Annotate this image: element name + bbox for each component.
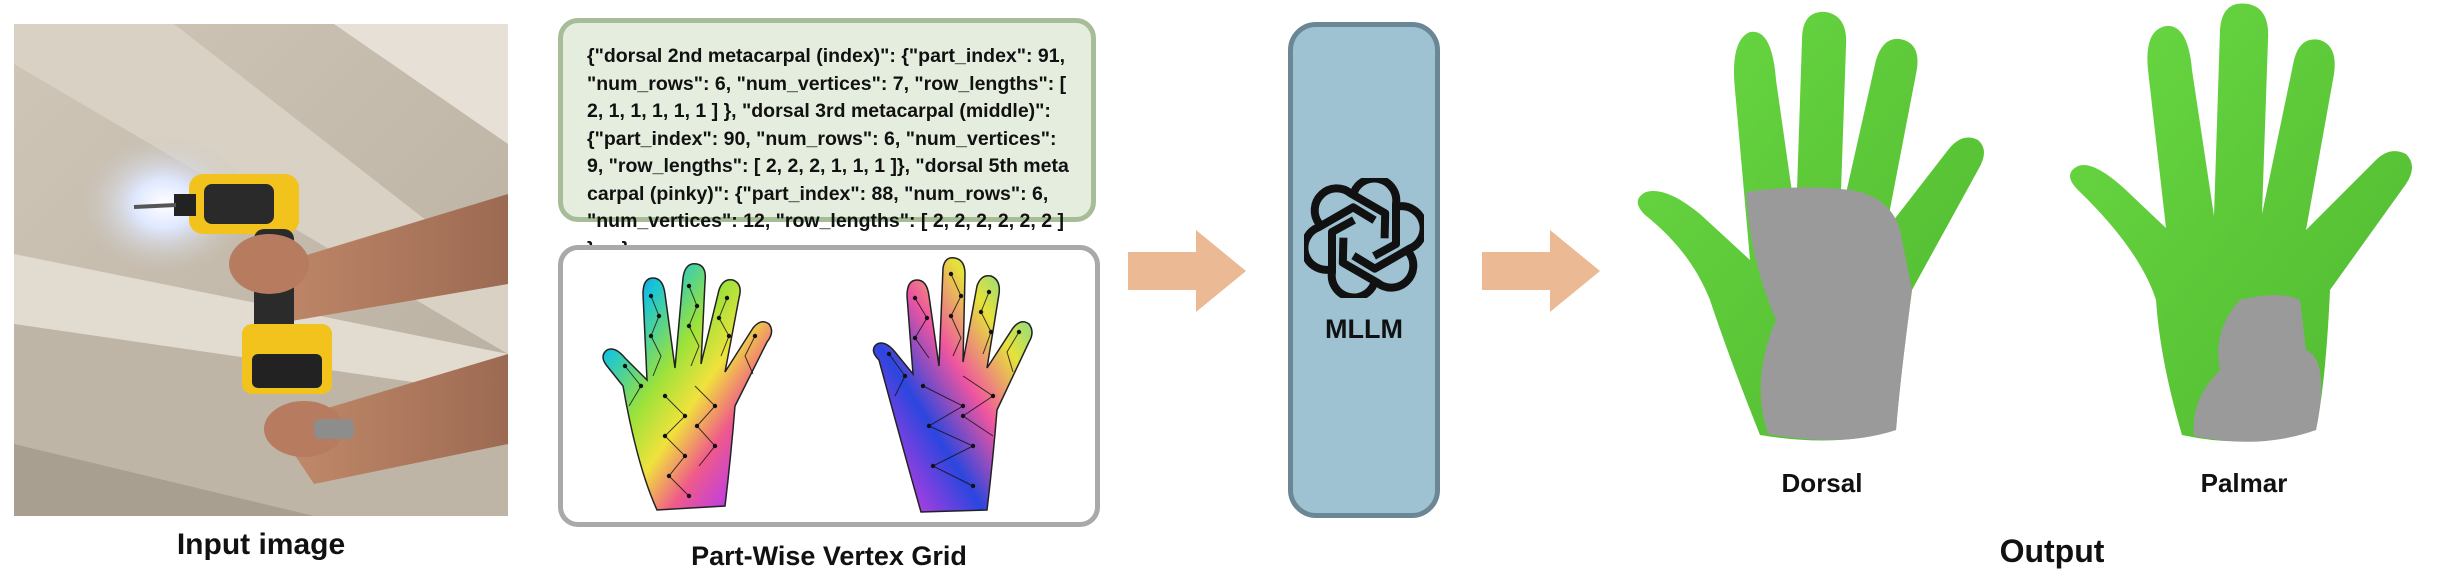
dorsal-grid-hand	[602, 263, 773, 511]
dorsal-no-contact-region	[1746, 187, 1912, 441]
output-hands: Dorsal Palmar Output	[1637, 3, 2412, 569]
input-image	[14, 24, 508, 516]
palmar-label: Palmar	[2201, 468, 2288, 498]
palmar-contact-region	[2070, 3, 2412, 442]
openai-logo-icon	[1304, 178, 1424, 298]
mllm-label: MLLM	[1325, 314, 1403, 344]
arrow-to-output	[1482, 230, 1600, 312]
palmar-output-hand	[2070, 3, 2412, 442]
palmar-grid-hand	[872, 256, 1033, 513]
vertex-grid-hands	[602, 256, 1033, 513]
vertex-grid-box	[558, 245, 1100, 527]
part-json-box: {"dorsal 2nd metacarpal (index)": {"part…	[558, 18, 1096, 260]
dorsal-output-hand	[1637, 11, 1984, 441]
arrow-to-mllm	[1128, 230, 1246, 312]
output-caption: Output	[2000, 533, 2105, 569]
vertex-grid-caption: Part-Wise Vertex Grid	[691, 541, 967, 571]
palmar-no-contact-region	[2193, 295, 2322, 442]
input-image-caption: Input image	[176, 528, 346, 561]
part-json-text: {"dorsal 2nd metacarpal (index)": {"part…	[587, 45, 1069, 260]
dorsal-label: Dorsal	[1782, 468, 1863, 498]
input-photo	[14, 24, 508, 516]
